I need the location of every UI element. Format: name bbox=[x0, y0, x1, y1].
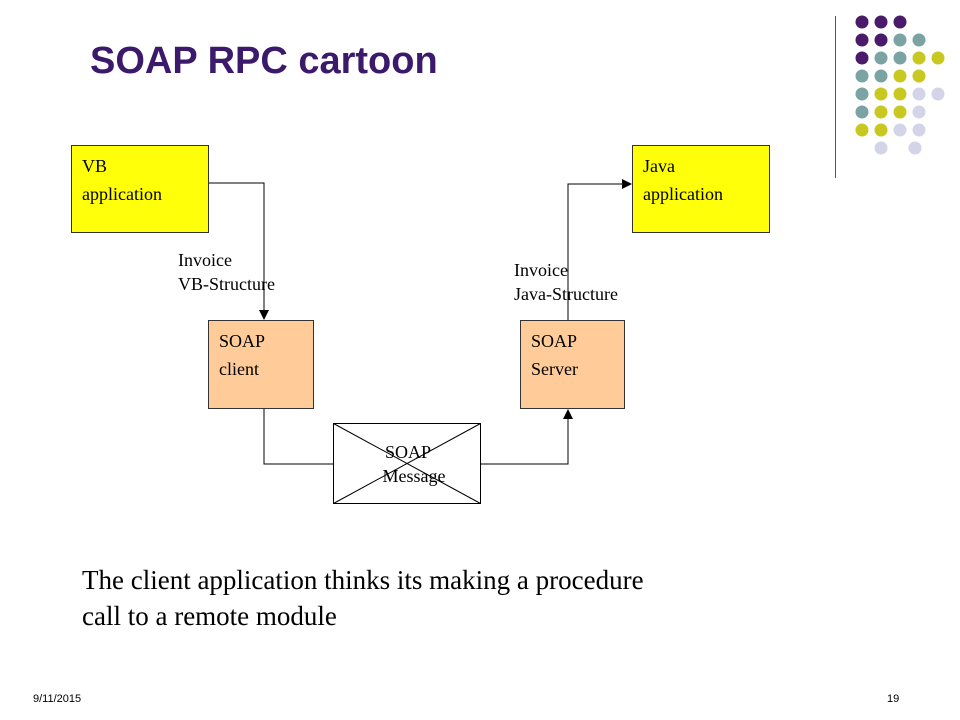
vb-to-client-arrow bbox=[209, 182, 269, 320]
soap-server-line1: SOAP bbox=[531, 331, 578, 351]
soap-message-line2: Message bbox=[382, 466, 446, 486]
soap-message-line1: SOAP bbox=[384, 442, 432, 462]
decorative-dot bbox=[912, 105, 926, 119]
decorative-dot bbox=[931, 51, 945, 65]
caption-line1: The client application thinks its making… bbox=[82, 565, 644, 595]
decorative-dot bbox=[855, 51, 869, 65]
decorative-dot bbox=[893, 33, 907, 47]
decorative-dot bbox=[912, 123, 926, 137]
invoice-vb-structure-label: Invoice VB-Structure bbox=[178, 248, 275, 296]
decorative-dot bbox=[893, 105, 907, 119]
decorative-dot bbox=[874, 15, 888, 29]
soap-server-line2: Server bbox=[531, 359, 578, 379]
decorative-dot bbox=[893, 87, 907, 101]
soap-server-box: SOAP Server bbox=[520, 320, 625, 409]
decorative-dot bbox=[893, 15, 907, 29]
decorative-dot bbox=[855, 87, 869, 101]
invoice-java-line1: Invoice bbox=[514, 260, 568, 280]
decorative-dot bbox=[855, 15, 869, 29]
soap-client-box: SOAP client bbox=[208, 320, 314, 409]
decorative-dot bbox=[912, 33, 926, 47]
invoice-vb-line1: Invoice bbox=[178, 250, 232, 270]
decorative-dot bbox=[893, 51, 907, 65]
decorative-dot bbox=[912, 87, 926, 101]
decorative-dot bbox=[893, 69, 907, 83]
decorative-dot bbox=[874, 69, 888, 83]
vb-application-line1: VB bbox=[82, 156, 108, 176]
decorative-dot bbox=[874, 141, 888, 155]
slide-date: 9/11/2015 bbox=[33, 693, 82, 705]
java-application-box: Java application bbox=[632, 145, 770, 233]
decorative-dot bbox=[912, 51, 926, 65]
decorative-dot bbox=[908, 141, 922, 155]
decorative-dot bbox=[855, 105, 869, 119]
slide-caption: The client application thinks its making… bbox=[82, 562, 802, 634]
soap-message-label: SOAP Message bbox=[366, 440, 462, 488]
decorative-dot bbox=[874, 105, 888, 119]
vb-application-line2: application bbox=[82, 184, 162, 204]
invoice-vb-line2: VB-Structure bbox=[178, 274, 275, 294]
decorative-dot bbox=[855, 123, 869, 137]
soap-client-line2: client bbox=[219, 359, 259, 379]
slide-page-number: 19 bbox=[887, 693, 900, 705]
java-application-line1: Java bbox=[643, 156, 675, 176]
vb-application-box: VB application bbox=[71, 145, 209, 233]
decorative-dot bbox=[874, 123, 888, 137]
decorative-dot bbox=[931, 87, 945, 101]
decorative-dot bbox=[855, 33, 869, 47]
decorative-divider-line bbox=[835, 16, 836, 178]
decorative-dot bbox=[893, 123, 907, 137]
java-application-line2: application bbox=[643, 184, 723, 204]
decorative-dot bbox=[874, 33, 888, 47]
decorative-dot bbox=[874, 51, 888, 65]
invoice-java-line2: Java-Structure bbox=[514, 284, 618, 304]
invoice-java-structure-label: Invoice Java-Structure bbox=[514, 258, 618, 306]
server-to-java-arrow bbox=[567, 179, 632, 320]
slide-title: SOAP RPC cartoon bbox=[90, 40, 438, 82]
caption-line2: call to a remote module bbox=[82, 601, 337, 631]
soap-client-line1: SOAP bbox=[219, 331, 266, 351]
decorative-dot bbox=[912, 69, 926, 83]
decorative-dot bbox=[874, 87, 888, 101]
soap-message-envelope-icon bbox=[333, 423, 481, 504]
decorative-dot bbox=[855, 69, 869, 83]
